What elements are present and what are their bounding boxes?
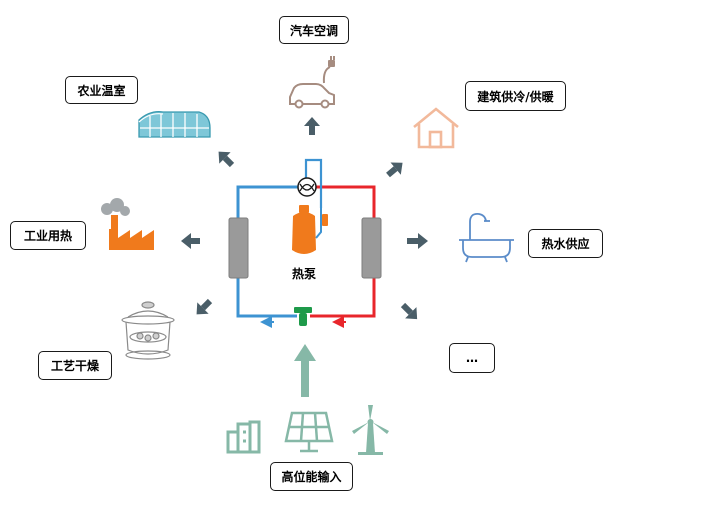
arrow-down-right xyxy=(400,302,418,320)
label-more: … xyxy=(449,343,495,373)
label-greenhouse: 农业温室 xyxy=(65,76,138,104)
condenser xyxy=(361,217,382,279)
label-hot-water: 热水供应 xyxy=(528,229,603,258)
car-charging-icon xyxy=(289,56,335,109)
heat-pump-label: 热泵 xyxy=(292,267,317,281)
label-drying: 工艺干燥 xyxy=(38,351,112,380)
compressor-pipe xyxy=(315,208,322,239)
input-arrow xyxy=(294,344,316,397)
heat-pump-cycle xyxy=(228,158,382,328)
bathtub-icon xyxy=(459,213,514,263)
output-arrows xyxy=(181,117,428,320)
greenhouse-icon xyxy=(138,111,211,138)
label-car-ac: 汽车空调 xyxy=(279,16,349,44)
arrow-up-left xyxy=(218,151,235,168)
factory-icon xyxy=(101,198,154,250)
buildings-icon xyxy=(226,420,261,454)
label-high-grade-input: 高位能输入 xyxy=(270,462,353,491)
evaporator xyxy=(228,217,249,279)
compressor-icon xyxy=(292,205,328,254)
label-building: 建筑供冷/供暖 xyxy=(465,81,566,111)
solar-panel-icon xyxy=(284,411,334,453)
wind-turbine-icon xyxy=(352,405,389,455)
house-icon xyxy=(413,107,459,149)
dryer-pot-icon xyxy=(121,301,175,360)
arrow-down-left xyxy=(196,298,213,315)
label-industrial-heat: 工业用热 xyxy=(10,221,86,250)
arrow-up-right xyxy=(386,162,403,178)
four-way-valve-icon xyxy=(297,177,317,197)
expansion-valve-icon xyxy=(294,307,312,326)
arrow-right xyxy=(407,233,428,249)
arrow-up xyxy=(304,117,320,135)
arrow-left xyxy=(181,233,200,249)
